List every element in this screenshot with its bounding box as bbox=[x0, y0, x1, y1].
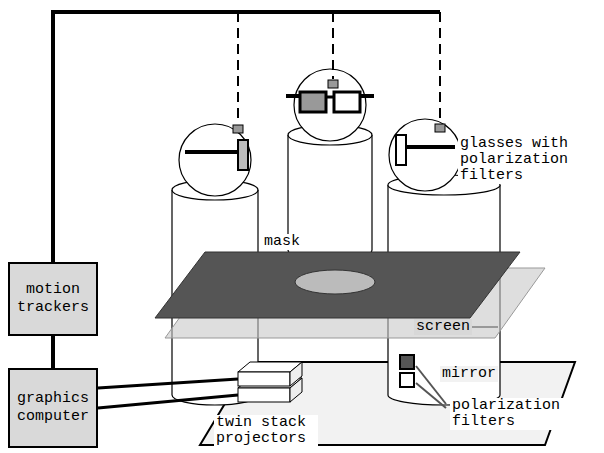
filter-symbol bbox=[400, 373, 414, 387]
device-box: graphics computer bbox=[8, 368, 98, 448]
filter-symbol bbox=[400, 355, 414, 369]
tracker-wire bbox=[53, 12, 440, 262]
box-label: graphics computer bbox=[10, 390, 96, 426]
mask-hole bbox=[295, 270, 375, 294]
projector-symbol bbox=[238, 362, 302, 402]
box-content: graphics computer bbox=[10, 390, 96, 426]
part-label: screen bbox=[414, 319, 472, 335]
part-label: mirror bbox=[440, 366, 498, 382]
part-label: twin stack projectors bbox=[214, 415, 318, 447]
mask-plane bbox=[155, 252, 520, 318]
box-content: motion trackers bbox=[10, 281, 96, 317]
part-label: polarization filters bbox=[450, 398, 584, 430]
part-label: mask bbox=[262, 234, 302, 250]
leader-line bbox=[416, 383, 446, 408]
box-label: motion trackers bbox=[10, 281, 96, 317]
device-box: motion trackers bbox=[8, 262, 98, 336]
user-cylinder bbox=[286, 69, 374, 260]
leader-line bbox=[472, 327, 498, 328]
projector-cable bbox=[98, 379, 238, 408]
part-label: glasses with polarization filters bbox=[458, 136, 592, 184]
cable-connector bbox=[51, 336, 55, 368]
